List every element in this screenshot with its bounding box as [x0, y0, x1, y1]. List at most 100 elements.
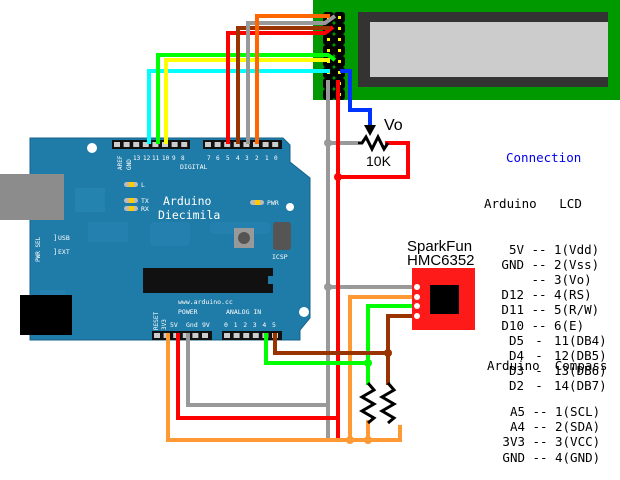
digital-pin-label: 7 — [207, 155, 211, 162]
arduino-pin: 5V — [508, 241, 524, 257]
ext-label: EXT — [58, 248, 70, 256]
header-pin — [162, 142, 168, 147]
analog-pin-label: 0 — [224, 321, 228, 329]
lcd-connection-row: D4-12(DB5) — [484, 348, 607, 363]
header-pin — [114, 142, 120, 147]
analog-label: ANALOG IN — [226, 308, 261, 316]
lcd-module — [313, 0, 620, 100]
separator: - — [535, 348, 543, 364]
led-pwr-label: PWR — [267, 199, 279, 207]
header-pin — [214, 142, 221, 147]
wire-vo — [340, 69, 372, 125]
digital-pin-label: 10 — [162, 155, 170, 162]
compass-connection-row: A5--1(SCL) — [487, 404, 607, 419]
wire-sda — [264, 333, 370, 385]
reset-label: RESET — [153, 312, 160, 330]
header-pin — [152, 142, 159, 147]
header-pin — [224, 333, 230, 338]
wires — [147, 14, 415, 442]
lcd-pin: 14(DB7) — [554, 378, 607, 394]
lcd-pin: 13(DB6) — [554, 363, 607, 379]
arduino-pin: D12 — [501, 287, 524, 303]
header-pin — [142, 142, 149, 147]
digital-pin-label: 9 — [172, 155, 176, 162]
led-rx-label: RX — [141, 205, 149, 213]
wire-d2-db7 — [147, 69, 330, 144]
compass-pin: 1(SCL) — [555, 404, 601, 420]
lcd-connection-table: Connection Arduino LCD 5V--1(Vdd)GND--2(… — [484, 120, 607, 409]
header-pin — [233, 333, 240, 338]
digital-header-high — [112, 140, 190, 149]
lcd-connection-row: GND--2(Vss) — [484, 257, 607, 272]
arduino-pin: D11 — [501, 302, 524, 318]
compass-table-header: Arduino Compass — [487, 358, 607, 373]
digital-pin-label: AREF — [117, 155, 124, 170]
compass-pin: 4(GND) — [555, 449, 601, 465]
digital-pin-label: 2 — [255, 155, 259, 162]
pot-value-label: 10K — [366, 153, 392, 169]
lcd-pin: 11(DB4) — [554, 332, 607, 348]
separator: -- — [531, 317, 547, 333]
resistor-sda-icon — [359, 382, 377, 425]
separator: - — [535, 332, 543, 348]
analog-pin-label: 3 — [253, 321, 257, 329]
compass-model: HMC6352 — [407, 252, 475, 269]
header-pin — [181, 142, 188, 147]
compass-connection-row: GND--4(GND) — [487, 450, 607, 465]
lcd-connection-row: D12--4(RS) — [484, 287, 607, 302]
resistor-scl-icon — [379, 382, 397, 425]
header-pin — [243, 333, 250, 338]
lcd-pin: 2(Vss) — [554, 256, 600, 272]
compass-pin: 3(VCC) — [555, 434, 601, 450]
separator: -- — [532, 449, 548, 465]
lcd-connection-row: --3(Vo) — [484, 272, 607, 287]
power-label: POWER — [178, 308, 198, 316]
lcd-pin: 5(R/W) — [554, 302, 600, 318]
lcd-connection-row: D5-11(DB4) — [484, 333, 607, 348]
separator: - — [535, 363, 543, 379]
separator: -- — [532, 404, 548, 420]
header-pin — [243, 142, 250, 147]
lcd-pin: 3(Vo) — [554, 272, 592, 288]
wire-d10-e — [236, 26, 330, 144]
icsp-header — [273, 222, 291, 250]
mounting-hole — [299, 307, 309, 317]
pot-wiper-label: Vo — [384, 117, 403, 134]
lcd-connection-row: D3-13(DB6) — [484, 363, 607, 378]
led-l-label: L — [141, 181, 145, 189]
arduino-pin: GND — [501, 256, 524, 272]
mounting-hole — [286, 203, 294, 211]
header-pin — [262, 142, 269, 147]
arduino-pin: D2 — [508, 378, 524, 394]
header-pin — [133, 142, 140, 147]
svg-text:]: ] — [53, 234, 57, 242]
header-pin — [171, 142, 178, 147]
digital-pin-label: 6 — [216, 155, 220, 162]
wire-pot-5v — [338, 141, 410, 179]
power-jack — [20, 295, 72, 335]
digital-pin-label: GND — [126, 159, 133, 170]
digital-pin-label: 12 — [143, 155, 151, 162]
digital-pin-label: 4 — [236, 155, 240, 162]
analog-pin-label: 4 — [262, 321, 266, 329]
header-pin — [123, 142, 130, 147]
wire-arduino-5v — [176, 333, 339, 420]
analog-header — [222, 331, 282, 340]
led-pwr-icon — [255, 200, 260, 205]
lcd-screen — [370, 22, 608, 77]
connection-title: Connection — [506, 150, 582, 166]
analog-pin-label: 5 — [272, 321, 276, 329]
header-pin — [202, 333, 208, 338]
lcd-connection-row: D11--5(R/W) — [484, 302, 607, 317]
separator: -- — [532, 419, 548, 435]
arduino-pin: D3 — [508, 363, 524, 379]
wire-compass-vcc — [348, 295, 415, 440]
arduino-pin: A4 — [509, 419, 525, 435]
header-pin — [192, 333, 199, 338]
9v-label: 9V — [202, 321, 210, 329]
header-pin — [253, 142, 259, 147]
led-tx-icon — [129, 198, 134, 203]
arduino-pin: 3V3 — [502, 434, 525, 450]
wire-d12-rs — [255, 14, 330, 144]
digital-pin-label: 3 — [245, 155, 249, 162]
